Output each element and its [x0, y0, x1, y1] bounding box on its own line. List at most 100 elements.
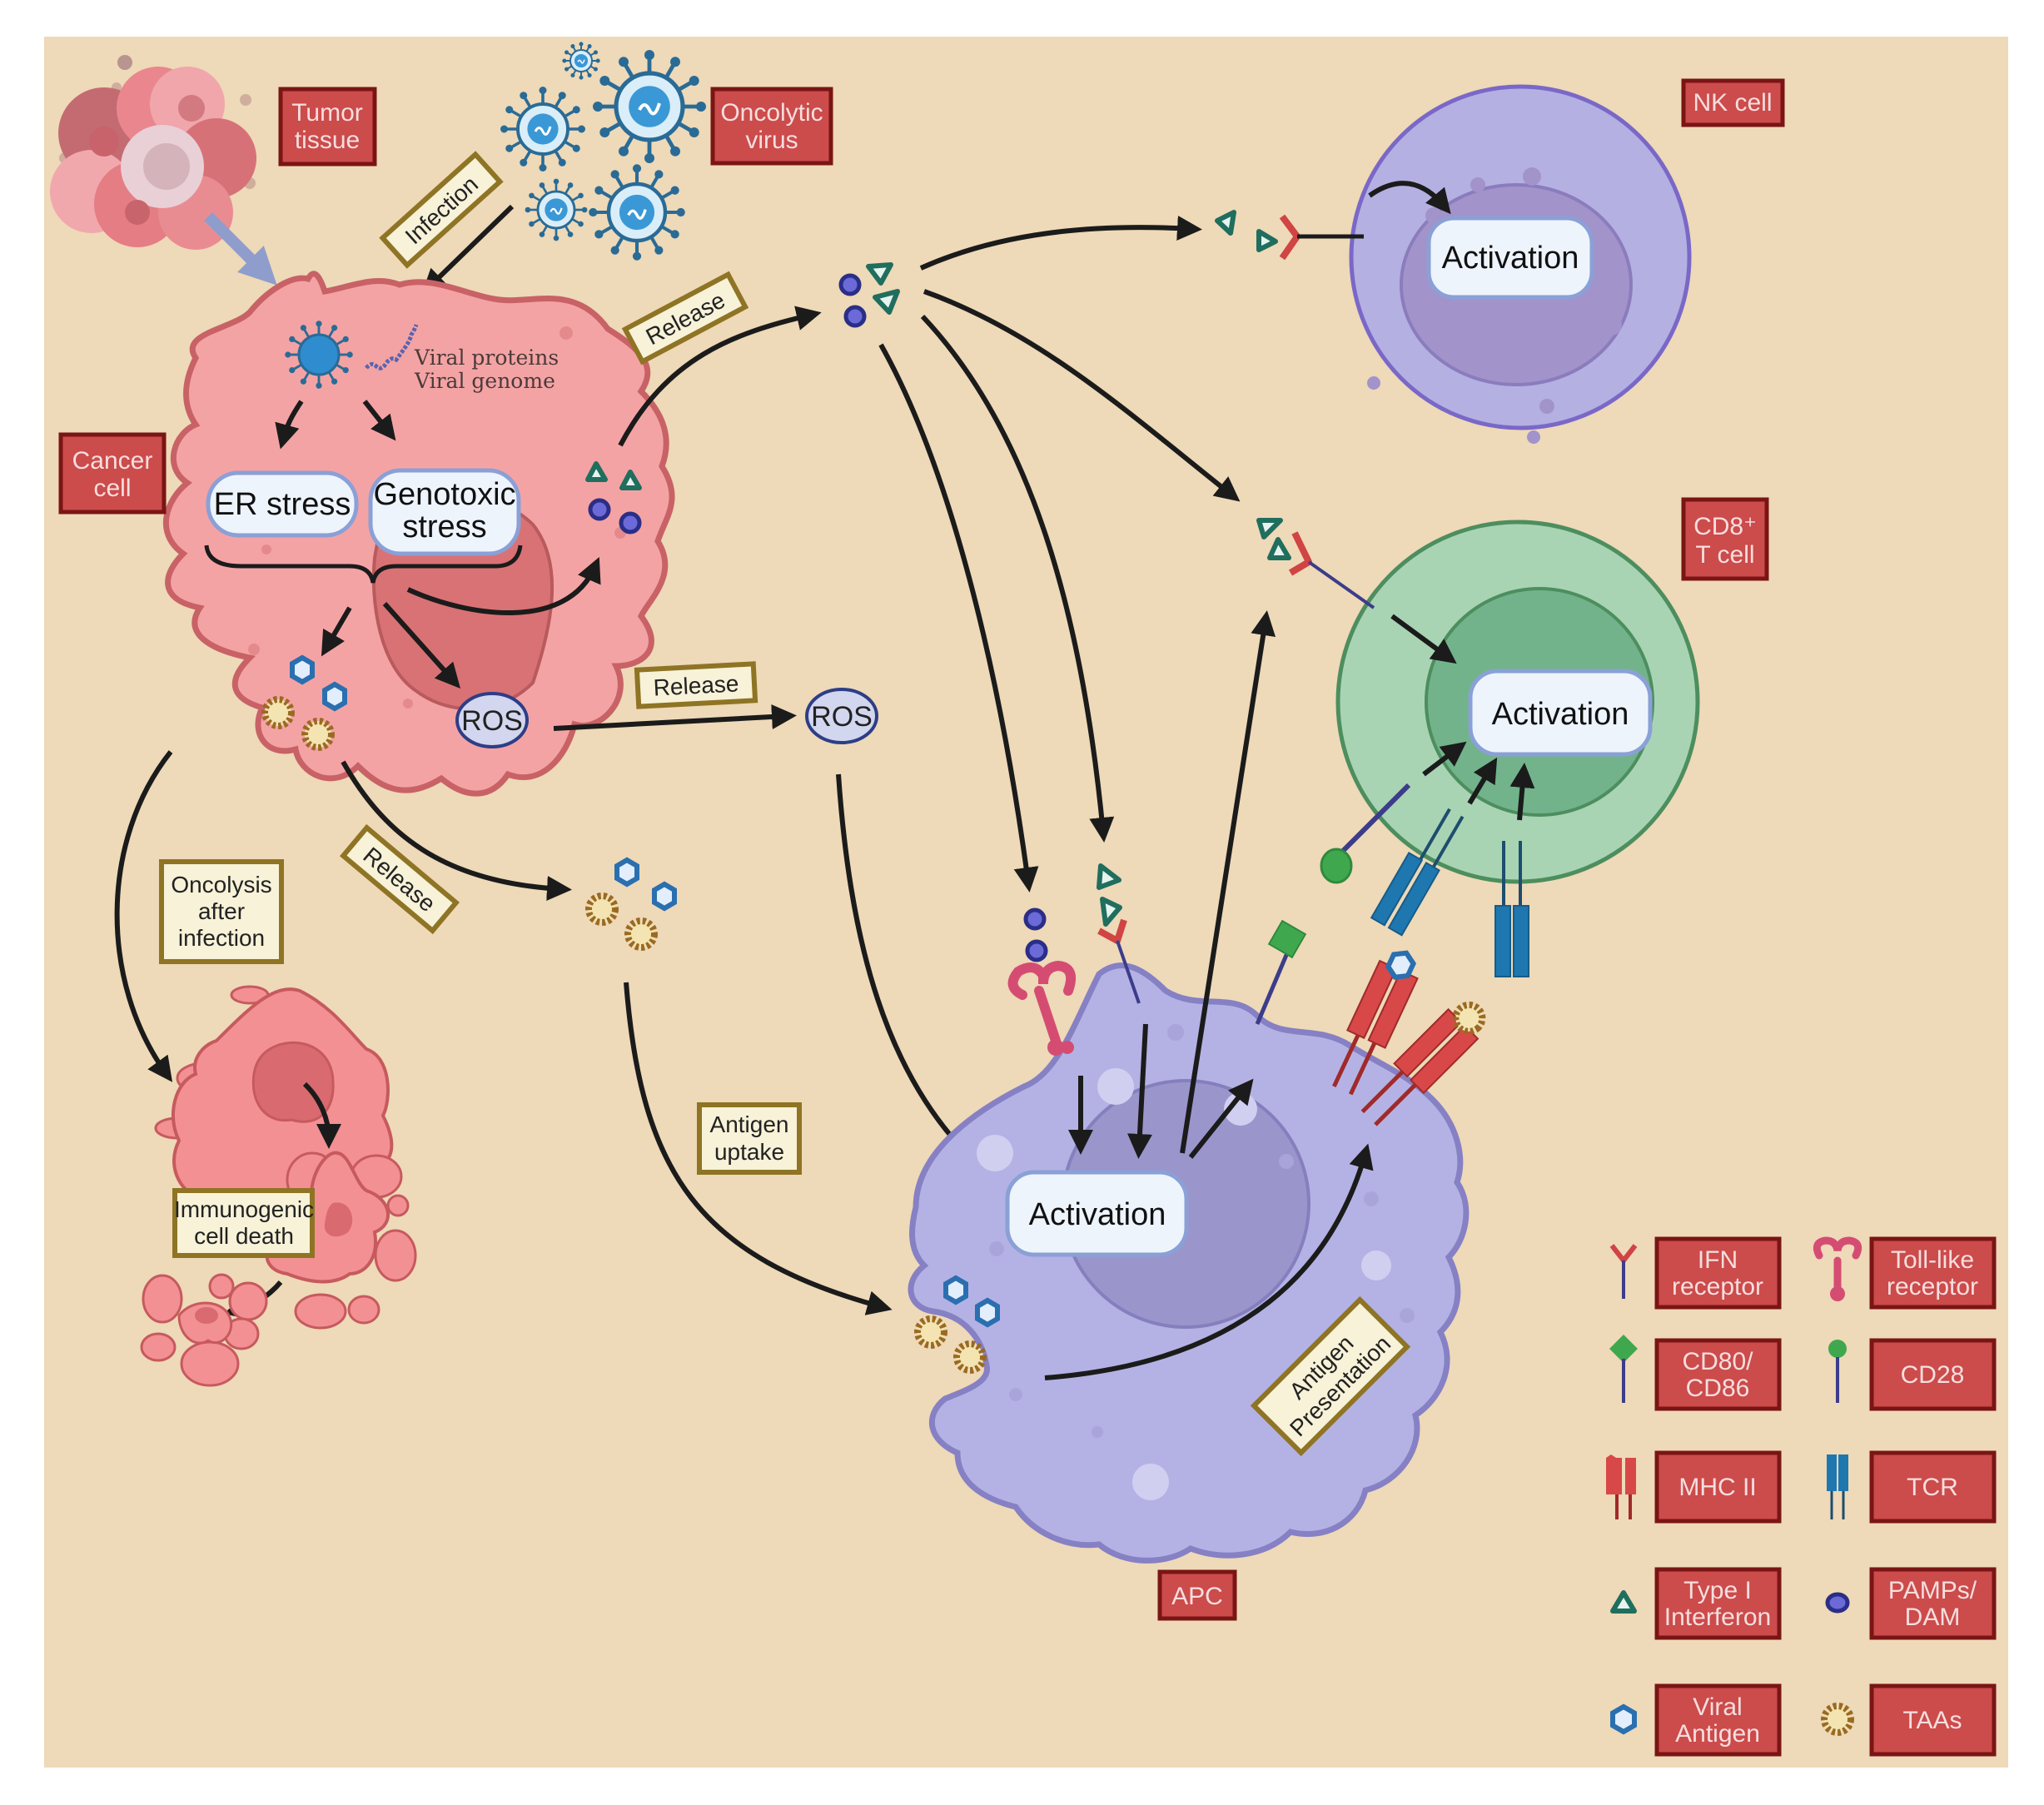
internalized-virus-icon: [285, 321, 353, 389]
stress-brace: [204, 544, 523, 584]
label-text: APC: [1171, 1583, 1223, 1610]
death-arrow-1: [302, 1082, 341, 1149]
release-ros-arrow: [553, 704, 797, 731]
pamps-to-apc-arrow: [878, 343, 1039, 893]
genotoxic-stress-box: Genotoxic stress: [368, 468, 521, 556]
ifn-to-nk-arrow: [919, 215, 1202, 271]
label-text: tissue: [295, 127, 360, 154]
stress-to-ros-arrow: [382, 602, 460, 689]
ifn-receptor-icon: [1609, 1244, 1638, 1299]
apc-engulfed-antigens: [914, 1275, 1000, 1374]
legend-label-text: MHC II: [1678, 1474, 1756, 1501]
label-cd8-t-cell: CD8⁺ T cell: [1681, 497, 1769, 581]
ifn-to-cd8-arrow: [923, 289, 1241, 502]
legend-label: CD80/CD86: [1654, 1338, 1782, 1411]
to-er-stress-arrow: [275, 400, 304, 450]
viral-genome-icon: [365, 324, 419, 370]
apc-cd80-arrow: [1188, 1078, 1254, 1159]
stress-to-antigen-arrow: [321, 606, 352, 657]
cd28-activation-arrow: [1422, 741, 1467, 777]
label-antigen-uptake: Antigen uptake: [697, 1102, 802, 1175]
legend-item: CD28: [1828, 1338, 1997, 1411]
label-text: Oncolytic: [720, 99, 823, 127]
taas-icon: [1821, 1703, 1854, 1736]
label-text: cell: [93, 475, 131, 502]
ifn-to-apc-arrow: [920, 314, 1115, 843]
label-text: Release: [653, 670, 739, 700]
legend-label: PAMPs/DAM: [1869, 1567, 1997, 1640]
ros-inside-cell: ROS: [455, 692, 529, 748]
er-stress-text: ER stress: [214, 487, 351, 522]
viral-text: Viral genome: [414, 369, 555, 393]
tcr-angled: [1370, 808, 1465, 937]
legend-label-text: CD80/: [1682, 1348, 1753, 1375]
label-oncolytic-virus: Oncolytic virus: [710, 87, 833, 166]
mhc-ii-icon: [1606, 1454, 1636, 1519]
label-text: after: [198, 898, 245, 924]
tcr-activation-arrow-2: [1509, 763, 1535, 821]
release-antigen-arrow: [341, 760, 572, 901]
tcr-icon: [1827, 1454, 1848, 1519]
apc-ifn-receptor: [1097, 863, 1141, 1004]
legend-label-text: Interferon: [1664, 1604, 1771, 1631]
legend-label-text: receptor: [1887, 1273, 1978, 1300]
released-ros: ROS: [805, 688, 878, 744]
apc-to-cd8-arrow: [1180, 610, 1276, 1154]
virus-particle-icon: [525, 178, 588, 241]
ros-text: ROS: [461, 705, 523, 737]
genotoxic-text: stress: [402, 510, 486, 544]
legend-item: TAAs: [1821, 1683, 1997, 1757]
virus-particle-icon: [562, 42, 600, 80]
released-ifn-pamps: [838, 262, 900, 328]
label-oncolysis: Oncolysis after infection: [159, 859, 284, 964]
tcr-activation-arrow-1: [1467, 757, 1498, 805]
antigen-presentation-arrow: [1044, 1143, 1374, 1380]
label-release-ros: Release: [634, 661, 758, 709]
label-text: Antigen: [710, 1111, 789, 1137]
inner-antigens: [261, 654, 347, 751]
inner-interferon-pamps: [585, 461, 642, 535]
tumor-tissue-cluster: [50, 55, 256, 250]
release-ifn-arrow: [618, 306, 822, 447]
label-text: infection: [178, 925, 265, 951]
cd8-activation-box: Activation: [1468, 669, 1653, 757]
label-text: Cancer: [72, 447, 153, 475]
cd80-cd86-icon: [1609, 1335, 1638, 1403]
label-text: Tumor: [291, 99, 363, 127]
pamps-dam-icon: [1825, 1592, 1850, 1614]
type-i-interferon-icon: [1610, 1590, 1637, 1614]
nk-activation-box: Activation: [1426, 216, 1594, 300]
cd28-molecule: [1320, 783, 1411, 884]
virus-particle-icon: [500, 87, 585, 172]
tumor-to-cancer-arrow: [204, 212, 277, 286]
toll-like-receptor-icon: [1813, 1236, 1862, 1301]
ifnr-to-activation-arrow: [1126, 1023, 1152, 1159]
er-stress-box: ER stress: [206, 470, 359, 538]
activation-text: Activation: [1029, 1197, 1166, 1232]
apc-activation-box: Activation: [1005, 1170, 1189, 1257]
apc-cd80-cd86: [1255, 919, 1307, 1025]
oncolytic-virus-particles: [500, 42, 706, 261]
legend-item: PAMPs/DAM: [1825, 1567, 1997, 1640]
legend-label-text: TAAs: [1902, 1707, 1962, 1734]
label-text: virus: [745, 127, 798, 154]
virus-particle-icon: [589, 164, 685, 261]
cd8-ifn-receptor-binding: [1256, 518, 1375, 609]
legend-label: CD28: [1869, 1338, 1997, 1411]
label-text: Immunogenic: [174, 1196, 314, 1222]
viral-text: Viral proteins: [414, 346, 559, 370]
activation-text: Activation: [1442, 241, 1579, 276]
nk-activation-arrow: [1368, 181, 1451, 215]
legend-label-text: IFN: [1698, 1246, 1738, 1274]
stress-to-ifn-arrow: [406, 557, 601, 616]
antigen-uptake-arrow: [624, 982, 893, 1315]
activation-text: Activation: [1492, 697, 1629, 732]
apoptotic-fragments: [140, 1273, 268, 1387]
